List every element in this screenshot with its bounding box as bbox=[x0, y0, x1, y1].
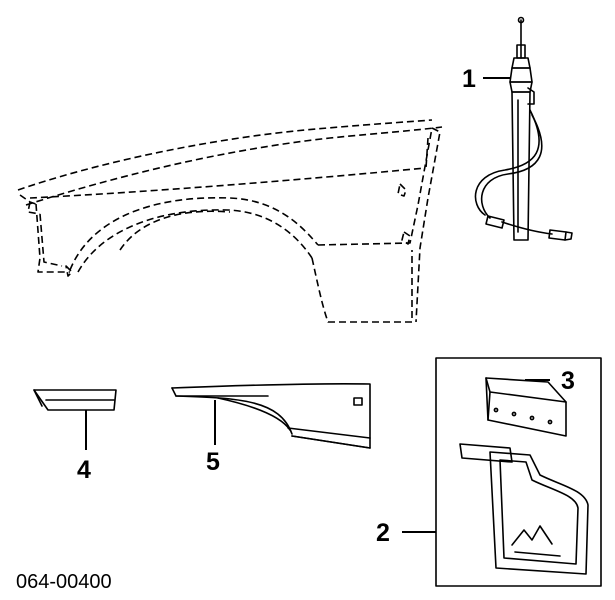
antenna-assembly-illustration bbox=[474, 16, 573, 241]
diagram-part-number: 064-00400 bbox=[16, 571, 112, 593]
molding-part-4-illustration bbox=[33, 389, 117, 450]
callout-5: 5 bbox=[206, 448, 220, 476]
callout-4: 4 bbox=[77, 456, 91, 484]
front-fender-illustration bbox=[17, 119, 443, 323]
callout-2: 2 bbox=[376, 519, 390, 547]
splash-guard-kit-box bbox=[402, 357, 602, 587]
callout-1: 1 bbox=[462, 65, 476, 93]
callout-3: 3 bbox=[561, 367, 575, 395]
fender-flare-part-5-illustration bbox=[171, 382, 371, 449]
